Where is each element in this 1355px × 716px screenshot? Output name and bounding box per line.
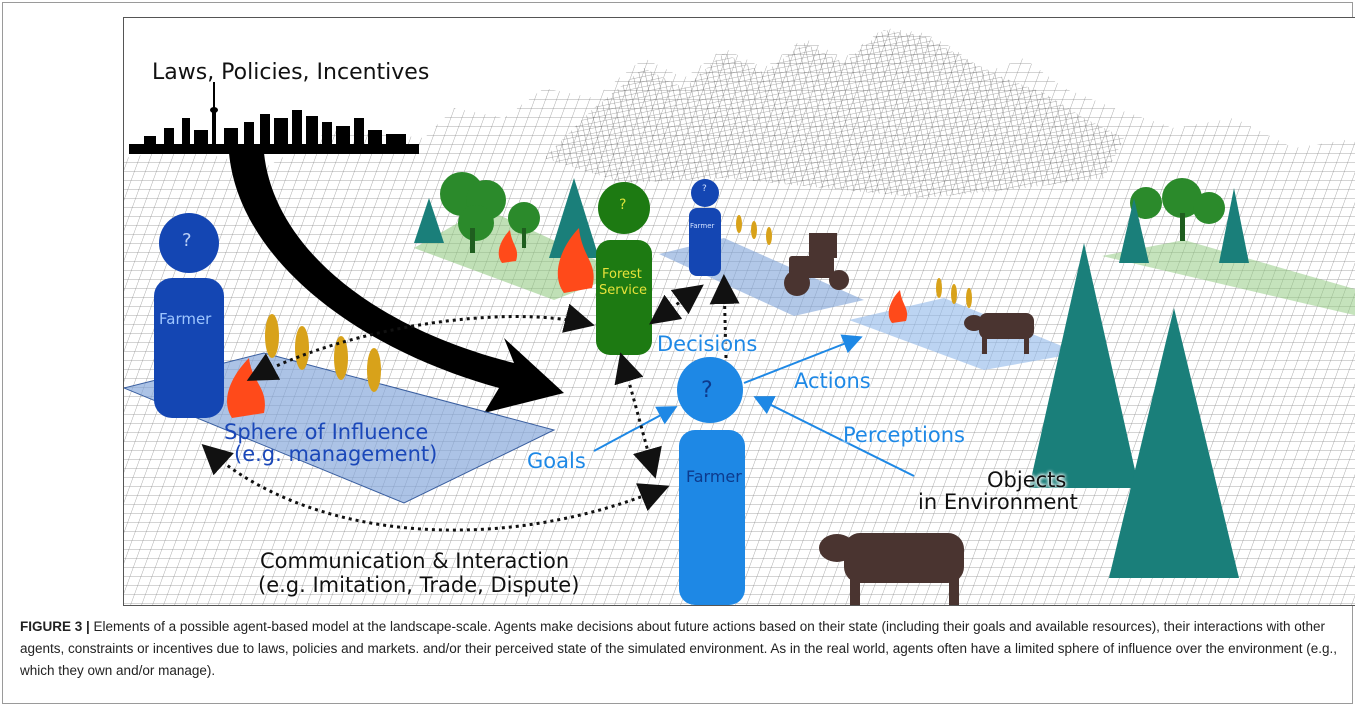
cow-icons: [819, 313, 1034, 605]
farmer-left-figure: [154, 213, 224, 418]
forest-service-line2: Service: [599, 283, 648, 298]
sphere-label-line1: Sphere of Influence: [224, 420, 429, 444]
farmer-left-name: Farmer: [159, 310, 212, 328]
farmer-left-mark: ?: [182, 230, 192, 251]
caption-label: FIGURE 3 |: [20, 619, 90, 634]
forest-service-line1: Forest: [602, 267, 642, 282]
farmer-back-name: Farmer: [690, 222, 715, 230]
dotted-line-up: [709, 274, 740, 359]
farmer-main-name: Farmer: [686, 467, 742, 486]
forest-service-figure: [596, 182, 652, 355]
policy-arrow: [229, 153, 564, 413]
laws-label: Laws, Policies, Incentives: [152, 60, 430, 85]
farmer-back-mark: ?: [702, 184, 707, 194]
sphere-label-line2: (e.g. management): [234, 442, 438, 466]
fire-icons: [227, 228, 908, 418]
perceptions-label: Perceptions: [843, 423, 965, 447]
figure-illustration: Laws, Policies, Incentives ? Farmer ? Fo…: [123, 17, 1355, 606]
forest-service-mark: ?: [619, 197, 627, 213]
conifer-trees: [414, 178, 1249, 578]
objects-label-line1: Objects: [987, 468, 1067, 492]
tractor-icon: [784, 233, 849, 296]
city-skyline: [129, 82, 419, 154]
farmer-main-figure: [677, 357, 745, 605]
farmer-main-mark: ?: [701, 378, 713, 403]
decisions-label: Decisions: [657, 332, 758, 356]
communication-label-line2: (e.g. Imitation, Trade, Dispute): [258, 573, 580, 597]
goals-label: Goals: [527, 449, 586, 473]
figure-caption: FIGURE 3 | Elements of a possible agent-…: [20, 616, 1340, 682]
actions-label: Actions: [794, 369, 871, 393]
farmer-back-figure: [689, 179, 721, 276]
plot-right-forest: [1102, 240, 1355, 316]
deciduous-trees: [440, 172, 1225, 253]
interaction-arrows: [201, 284, 704, 532]
caption-text: Elements of a possible agent-based model…: [20, 619, 1337, 678]
communication-label-line1: Communication & Interaction: [260, 549, 570, 573]
objects-label-line2: in Environment: [918, 490, 1078, 514]
